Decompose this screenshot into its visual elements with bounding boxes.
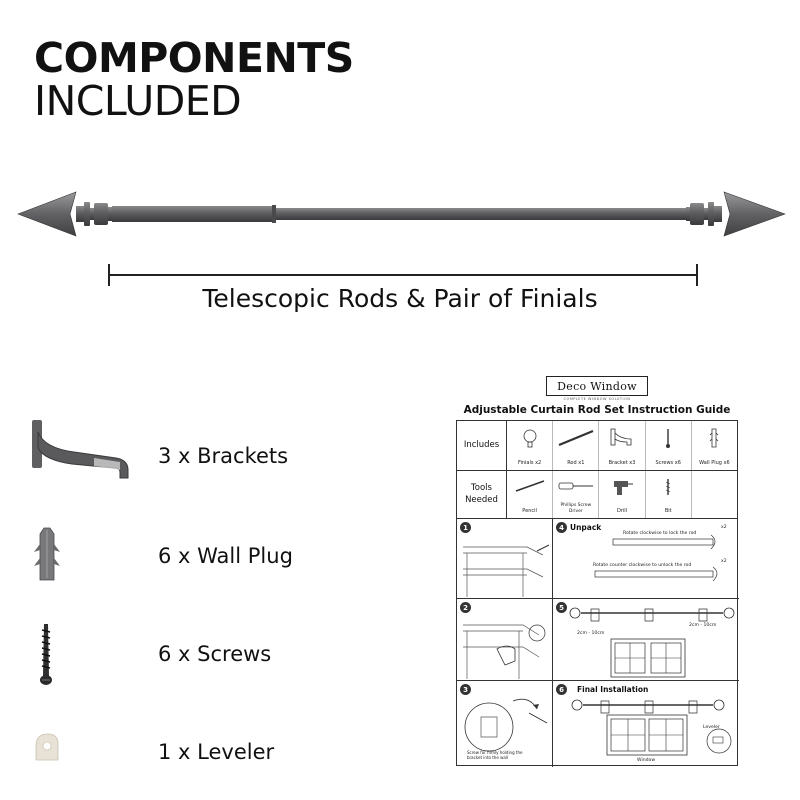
component-brackets: 3 x Brackets [0, 418, 420, 488]
step-5: 5 2cm - 10cm 2cm - 10cm [553, 599, 739, 681]
component-screws: 6 x Screws [0, 620, 420, 690]
tool-item-empty [692, 471, 737, 518]
wall-plug-icon [710, 428, 719, 448]
left-finial-icon [17, 191, 77, 237]
bracket-icon [32, 420, 129, 479]
includes-heading: Includes [457, 421, 507, 470]
title-line-2: INCLUDED [34, 77, 242, 125]
title-line-1: COMPONENTS [34, 34, 354, 82]
bit-icon [666, 479, 671, 495]
step-6-illustration [571, 699, 732, 756]
step-6: 6 Final Installation Le [553, 681, 739, 767]
component-leveler: 1 x Leveler [0, 720, 420, 790]
screw-icon [666, 429, 671, 448]
page-title: COMPONENTS INCLUDED [34, 38, 354, 122]
include-item: Rod x1 [553, 421, 600, 470]
includes-row: Includes Finials x2 Rod x1 Bracket x3 Sc… [457, 421, 737, 471]
drill-icon [614, 481, 633, 495]
steps-grid: 1 2 3 [457, 519, 739, 767]
step-2: 2 [457, 599, 553, 681]
step-1: 1 [457, 519, 553, 599]
telescopic-rod-illustration [17, 191, 786, 237]
wall-plug-icon [34, 527, 60, 581]
component-label: 6 x Screws [158, 642, 272, 666]
brand-name: Deco Window [557, 379, 637, 393]
guide-title: Adjustable Curtain Rod Set Instruction G… [463, 404, 731, 416]
step-4-illustration [594, 534, 718, 582]
step-2-illustration [463, 624, 546, 679]
step-4: 4 Unpack Rotate clockwise to lock the ro… [553, 519, 739, 599]
tool-item: Bit [646, 471, 692, 518]
step-3-illustration [464, 698, 548, 752]
include-item: Finials x2 [507, 421, 554, 470]
instruction-guide: Deco Window COMPLETE WINDOW SOLUTION Adj… [452, 376, 742, 768]
screw-icon [40, 624, 52, 685]
bracket-icon [610, 428, 632, 446]
dimension-line [108, 274, 698, 276]
component-label: 6 x Wall Plug [158, 544, 293, 568]
component-label: 1 x Leveler [158, 740, 275, 764]
step-5-illustration [569, 607, 735, 678]
include-item: Wall Plug x6 [692, 421, 737, 470]
brand-subtitle: COMPLETE WINDOW SOLUTION [563, 397, 631, 401]
step-3: 3 Screw for firmly holding the bracket i… [457, 681, 553, 767]
pencil-icon [515, 480, 544, 492]
component-label: 3 x Brackets [158, 444, 289, 468]
component-wall-plug: 6 x Wall Plug [0, 520, 420, 590]
step-1-illustration [463, 544, 550, 597]
leveler-icon [35, 733, 59, 761]
include-item: Screws x6 [646, 421, 692, 470]
tool-item: Pencil [507, 471, 554, 518]
tool-item: Phillips Screw Driver [553, 471, 600, 518]
rod-icon [558, 429, 594, 447]
instruction-table: Includes Finials x2 Rod x1 Bracket x3 Sc… [456, 420, 739, 767]
dimension-tick-right [696, 264, 698, 286]
tool-item: Drill [599, 471, 646, 518]
right-finial-icon [723, 191, 786, 237]
screwdriver-icon [558, 482, 593, 490]
include-item: Bracket x3 [599, 421, 646, 470]
rod-caption: Telescopic Rods & Pair of Finials [202, 284, 598, 313]
finial-icon [523, 429, 536, 448]
brand-logo: Deco Window [546, 376, 648, 396]
